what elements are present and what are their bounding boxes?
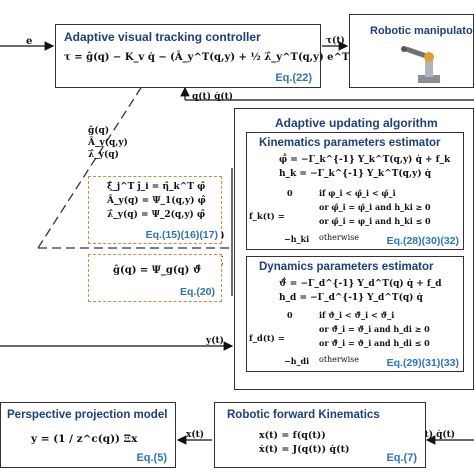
manipulator-title: Robotic manipulator — [370, 25, 474, 37]
gravity-eq-ref: Eq.(20) — [179, 286, 215, 298]
kinematics-eq-ref: Eq.(28)(30)(32) — [386, 235, 459, 247]
kinematics-eq1: φ̂̇ = −Γ_k^{-1} Y_k^T(q,y) q̇ + f_k — [279, 155, 451, 165]
dynamics-cond-2: or ϑ̂_i = ϑ_i and h_di ≤ 0 — [319, 338, 430, 348]
intermediate-box: ξ̂_j^T ĵ_i = η̂_k^T φ̂ Â_y(q) = Ψ_1(q,y)… — [88, 176, 222, 244]
kinematics-eq2: h_k = −Γ_k^{-1} Y_k^T(q,y) q̇ — [279, 169, 431, 179]
dynamics-cond-0: if ϑ_i < ϑ̂_i < ϑ̄_i — [319, 310, 395, 320]
a-hat-label: Â_y(q,y) — [88, 138, 128, 148]
gravity-box: ĝ(q) = Ψ_g(q) ϑ̂ Eq.(20) — [88, 254, 222, 302]
e-label: e — [26, 36, 33, 47]
controller-title: Adaptive visual tracking controller — [64, 30, 261, 44]
robot-arm-icon — [401, 46, 440, 83]
kinematics-title: Kinematics parameters estimator — [259, 137, 441, 149]
dynamics-eq1: ϑ̂̇ = −Γ_d^{-1} Y_d^T(q) q̇ + f_d — [279, 279, 442, 289]
intermediate-line-0: ξ̂_j^T ĵ_i = η̂_k^T φ̂ — [107, 182, 206, 192]
dynamics-fd: f_d(t) = — [249, 334, 285, 344]
forward-eq1: x(t) = f(q(t)) — [259, 430, 326, 441]
kinematics-cond-2: or φ̂_i = φ_i and h_ki ≤ 0 — [319, 216, 431, 226]
dynamics-cond-3: otherwise — [319, 355, 359, 364]
dashed-diagonal — [37, 65, 156, 249]
kinematics-fk: f_k(t) = — [249, 212, 285, 222]
g-hat-label: ĝ(q) — [88, 126, 110, 136]
dynamics-cond-1: or ϑ̂_i = ϑ̄_i and h_di ≥ 0 — [319, 324, 430, 334]
lambda-hat-label: λ̂_y(q) — [88, 150, 119, 160]
kinematics-estimator-box: Kinematics parameters estimator φ̂̇ = −Γ… — [246, 132, 464, 250]
forward-title: Robotic forward Kinematics — [227, 409, 380, 421]
kinematics-cond-0: if φ_i < φ̂_i < φ̄_i — [319, 188, 396, 198]
intermediate-eq-ref: Eq.(15)(16)(17) — [145, 229, 218, 241]
forward-eq-ref: Eq.(7) — [386, 452, 417, 464]
dynamics-case-0: 0 — [287, 310, 293, 320]
projection-equation: y = (1 / z^c(q)) Ξx — [31, 433, 138, 445]
kinematics-case-0: 0 — [287, 188, 293, 198]
dynamics-case-3: −h_di — [284, 356, 310, 366]
dynamics-eq-ref: Eq.(29)(31)(33) — [386, 357, 459, 369]
projection-title: Perspective projection model — [7, 409, 168, 421]
intermediate-line-1: Â_y(q) = Ψ_1(q,y) φ̂ — [107, 196, 206, 206]
controller-box: Adaptive visual tracking controller τ = … — [55, 24, 372, 88]
controller-equation: τ = ĝ(q) − K_v q̇ − (Â_y^T(q,y) + ½ λ̂_y… — [64, 52, 373, 63]
intermediate-line-2: λ̂_y(q) = Ψ_2(q,y) φ̂ — [107, 210, 206, 220]
projection-eq-ref: Eq.(5) — [136, 452, 167, 464]
dynamics-title: Dynamics parameters estimator — [259, 261, 434, 273]
y-label: y(t) — [206, 336, 224, 346]
q-top-label: q(t) q̇(t) — [192, 92, 234, 102]
updating-title: Adaptive updating algorithm — [275, 116, 438, 130]
dynamics-eq2: h_d = −Γ_d^{-1} Y_d^T(q) q̇ — [279, 293, 423, 303]
gravity-equation: ĝ(q) = Ψ_g(q) ϑ̂ — [113, 265, 202, 276]
x-label: x(t) — [186, 430, 205, 440]
dynamics-estimator-box: Dynamics parameters estimator ϑ̂̇ = −Γ_d… — [246, 256, 464, 372]
manipulator-box: Robotic manipulator — [349, 14, 474, 88]
controller-eq-ref: Eq.(22) — [275, 72, 312, 84]
projection-box: Perspective projection model y = (1 / z^… — [0, 402, 176, 468]
kinematics-cond-3: otherwise — [319, 233, 359, 242]
tau-label: τ(t) — [326, 36, 345, 46]
kinematics-case-3: −h_ki — [284, 234, 310, 244]
q-bottom-label: q(t) q̇(t) — [414, 430, 456, 440]
forward-kinematics-box: Robotic forward Kinematics x(t) = f(q(t)… — [214, 402, 426, 468]
kinematics-cond-1: or φ̂_i = φ̄_i and h_ki ≥ 0 — [319, 202, 431, 212]
forward-eq2: ẋ(t) = J(q(t)) q̇(t) — [259, 444, 350, 455]
